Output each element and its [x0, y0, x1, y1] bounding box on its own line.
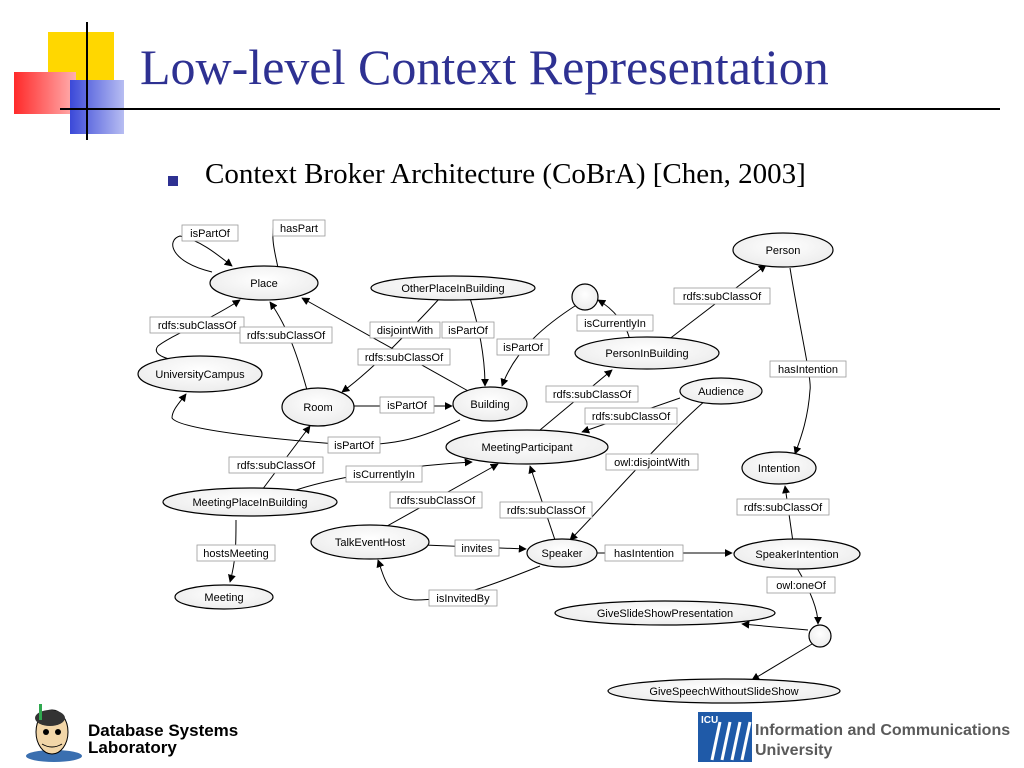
node-giveslideshow: GiveSlideShowPresentation — [597, 608, 733, 620]
node-meetingplaceinbuilding: MeetingPlaceInBuilding — [193, 497, 308, 509]
node-giveslideshow-shape — [554, 600, 776, 626]
node-givespeech-shape — [607, 678, 841, 704]
deco-blue-square — [70, 80, 124, 134]
bullet-text: Context Broker Architecture (CoBrA) [Che… — [205, 158, 806, 190]
edge-owl-oneof — [796, 567, 822, 625]
label-subclass-mpib-room: rdfs:subClassOf — [237, 460, 316, 472]
label-subclass-si-intention: rdfs:subClassOf — [744, 502, 823, 514]
label-hasintention-speaker: hasIntention — [614, 548, 674, 560]
lab-name-line2: Laboratory — [88, 738, 177, 757]
label-iscurrentlyin-mp: isCurrentlyIn — [353, 469, 415, 481]
icu-abbr: ICU — [701, 715, 718, 726]
label-ispartof-blank-building: isPartOf — [503, 342, 544, 354]
label-owl-oneof: owl:oneOf — [776, 580, 826, 592]
label-subclass-teh-mp: rdfs:subClassOf — [397, 495, 476, 507]
label-subclass-mp-pib: rdfs:subClassOf — [553, 389, 632, 401]
node-meetingplaceinbuilding-shape — [162, 487, 338, 517]
node-intention-shape — [741, 451, 817, 485]
node-intention: Intention — [758, 463, 800, 475]
node-building: Building — [470, 399, 509, 411]
label-subclass-room-place: rdfs:subClassOf — [247, 330, 326, 342]
edge-hasintention-person — [789, 267, 811, 455]
label-haspart: hasPart — [280, 223, 318, 235]
label-subclass-pib-person: rdfs:subClassOf — [683, 291, 762, 303]
deco-vertical-line — [86, 22, 88, 140]
node-place: Place — [250, 278, 278, 290]
edge-owl-disjointwith — [569, 399, 707, 541]
edge-ispartof-place-loop — [172, 235, 233, 273]
edge-disjointwith — [341, 297, 441, 393]
node-speakerintention: SpeakerIntention — [755, 549, 838, 561]
label-ispartof-room-building: isPartOf — [387, 400, 428, 412]
node-room: Room — [303, 402, 332, 414]
label-disjointwith: disjointWith — [377, 325, 433, 337]
edge-ispartof-room-campus — [171, 393, 461, 446]
node-person-shape — [732, 232, 834, 268]
university-name: Information and Communications Universit… — [755, 721, 1010, 761]
node-meetingparticipant-shape — [445, 429, 609, 465]
label-ispartof-room-campus: isPartOf — [334, 440, 375, 452]
edge-subclass-otherplace-place — [301, 297, 471, 393]
node-speaker-shape — [526, 538, 598, 568]
university-name-line1: Information and Communications — [755, 722, 1011, 739]
label-invites: invites — [461, 543, 493, 555]
node-person: Person — [766, 245, 801, 257]
node-otherplaceinbuilding: OtherPlaceInBuilding — [401, 283, 504, 295]
node-meeting: Meeting — [204, 592, 243, 604]
node-audience-shape — [679, 377, 763, 405]
node-speaker: Speaker — [542, 548, 583, 560]
label-isinvitedby: isInvitedBy — [436, 593, 490, 605]
label-owl-disjointwith: owl:disjointWith — [614, 457, 690, 469]
title-underline — [60, 108, 1000, 110]
node-meetingparticipant: MeetingParticipant — [481, 442, 572, 454]
node-givespeech: GiveSpeechWithoutSlideShow — [649, 686, 798, 698]
node-blank-bottom-shape — [808, 624, 832, 648]
university-name-line2: University — [755, 742, 833, 759]
bullet-marker — [168, 176, 178, 186]
node-meeting-shape — [174, 584, 274, 610]
node-otherplaceinbuilding-shape — [370, 275, 536, 301]
node-place-shape — [209, 265, 319, 301]
label-hostsmeeting: hostsMeeting — [203, 548, 268, 560]
node-room-shape — [281, 387, 355, 427]
node-universitycampus: UniversityCampus — [155, 369, 245, 381]
node-universitycampus-shape — [137, 355, 263, 393]
node-audience: Audience — [698, 386, 744, 398]
edge-blank-slideshow — [741, 620, 809, 631]
deco-red-square — [14, 72, 76, 114]
node-talkeventhost-shape — [310, 524, 430, 560]
edge-isinvitedby — [376, 559, 541, 601]
label-hasintention-person: hasIntention — [778, 364, 838, 376]
node-personinbuilding: PersonInBuilding — [605, 348, 688, 360]
label-subclass-campus-place: rdfs:subClassOf — [158, 320, 237, 332]
edge-blank-speech — [751, 643, 813, 681]
label-iscurrentlyin-blank: isCurrentlyIn — [584, 318, 646, 330]
label-subclass-mp-audience: rdfs:subClassOf — [592, 411, 671, 423]
lab-mascot-icon — [26, 704, 82, 762]
node-personinbuilding-shape — [574, 336, 720, 370]
node-blank-top-shape — [571, 283, 599, 311]
lab-name-line1: Database Systems — [88, 721, 239, 740]
edge-subclass-room-place — [269, 301, 308, 391]
lab-name: Database Systems Laboratory — [88, 722, 238, 756]
label-ispartof-other-building: isPartOf — [448, 325, 489, 337]
slide-title: Low-level Context Representation — [140, 39, 829, 95]
label-ispartof-place-loop: isPartOf — [190, 228, 231, 240]
node-speakerintention-shape — [733, 538, 861, 570]
node-talkeventhost: TalkEventHost — [335, 537, 405, 549]
label-subclass-speaker-mp: rdfs:subClassOf — [507, 505, 586, 517]
icu-logo-icon: ICU — [698, 712, 752, 762]
edge-ispartof-other-building — [469, 297, 489, 387]
label-subclass-otherplace: rdfs:subClassOf — [365, 352, 444, 364]
node-building-shape — [452, 386, 528, 422]
